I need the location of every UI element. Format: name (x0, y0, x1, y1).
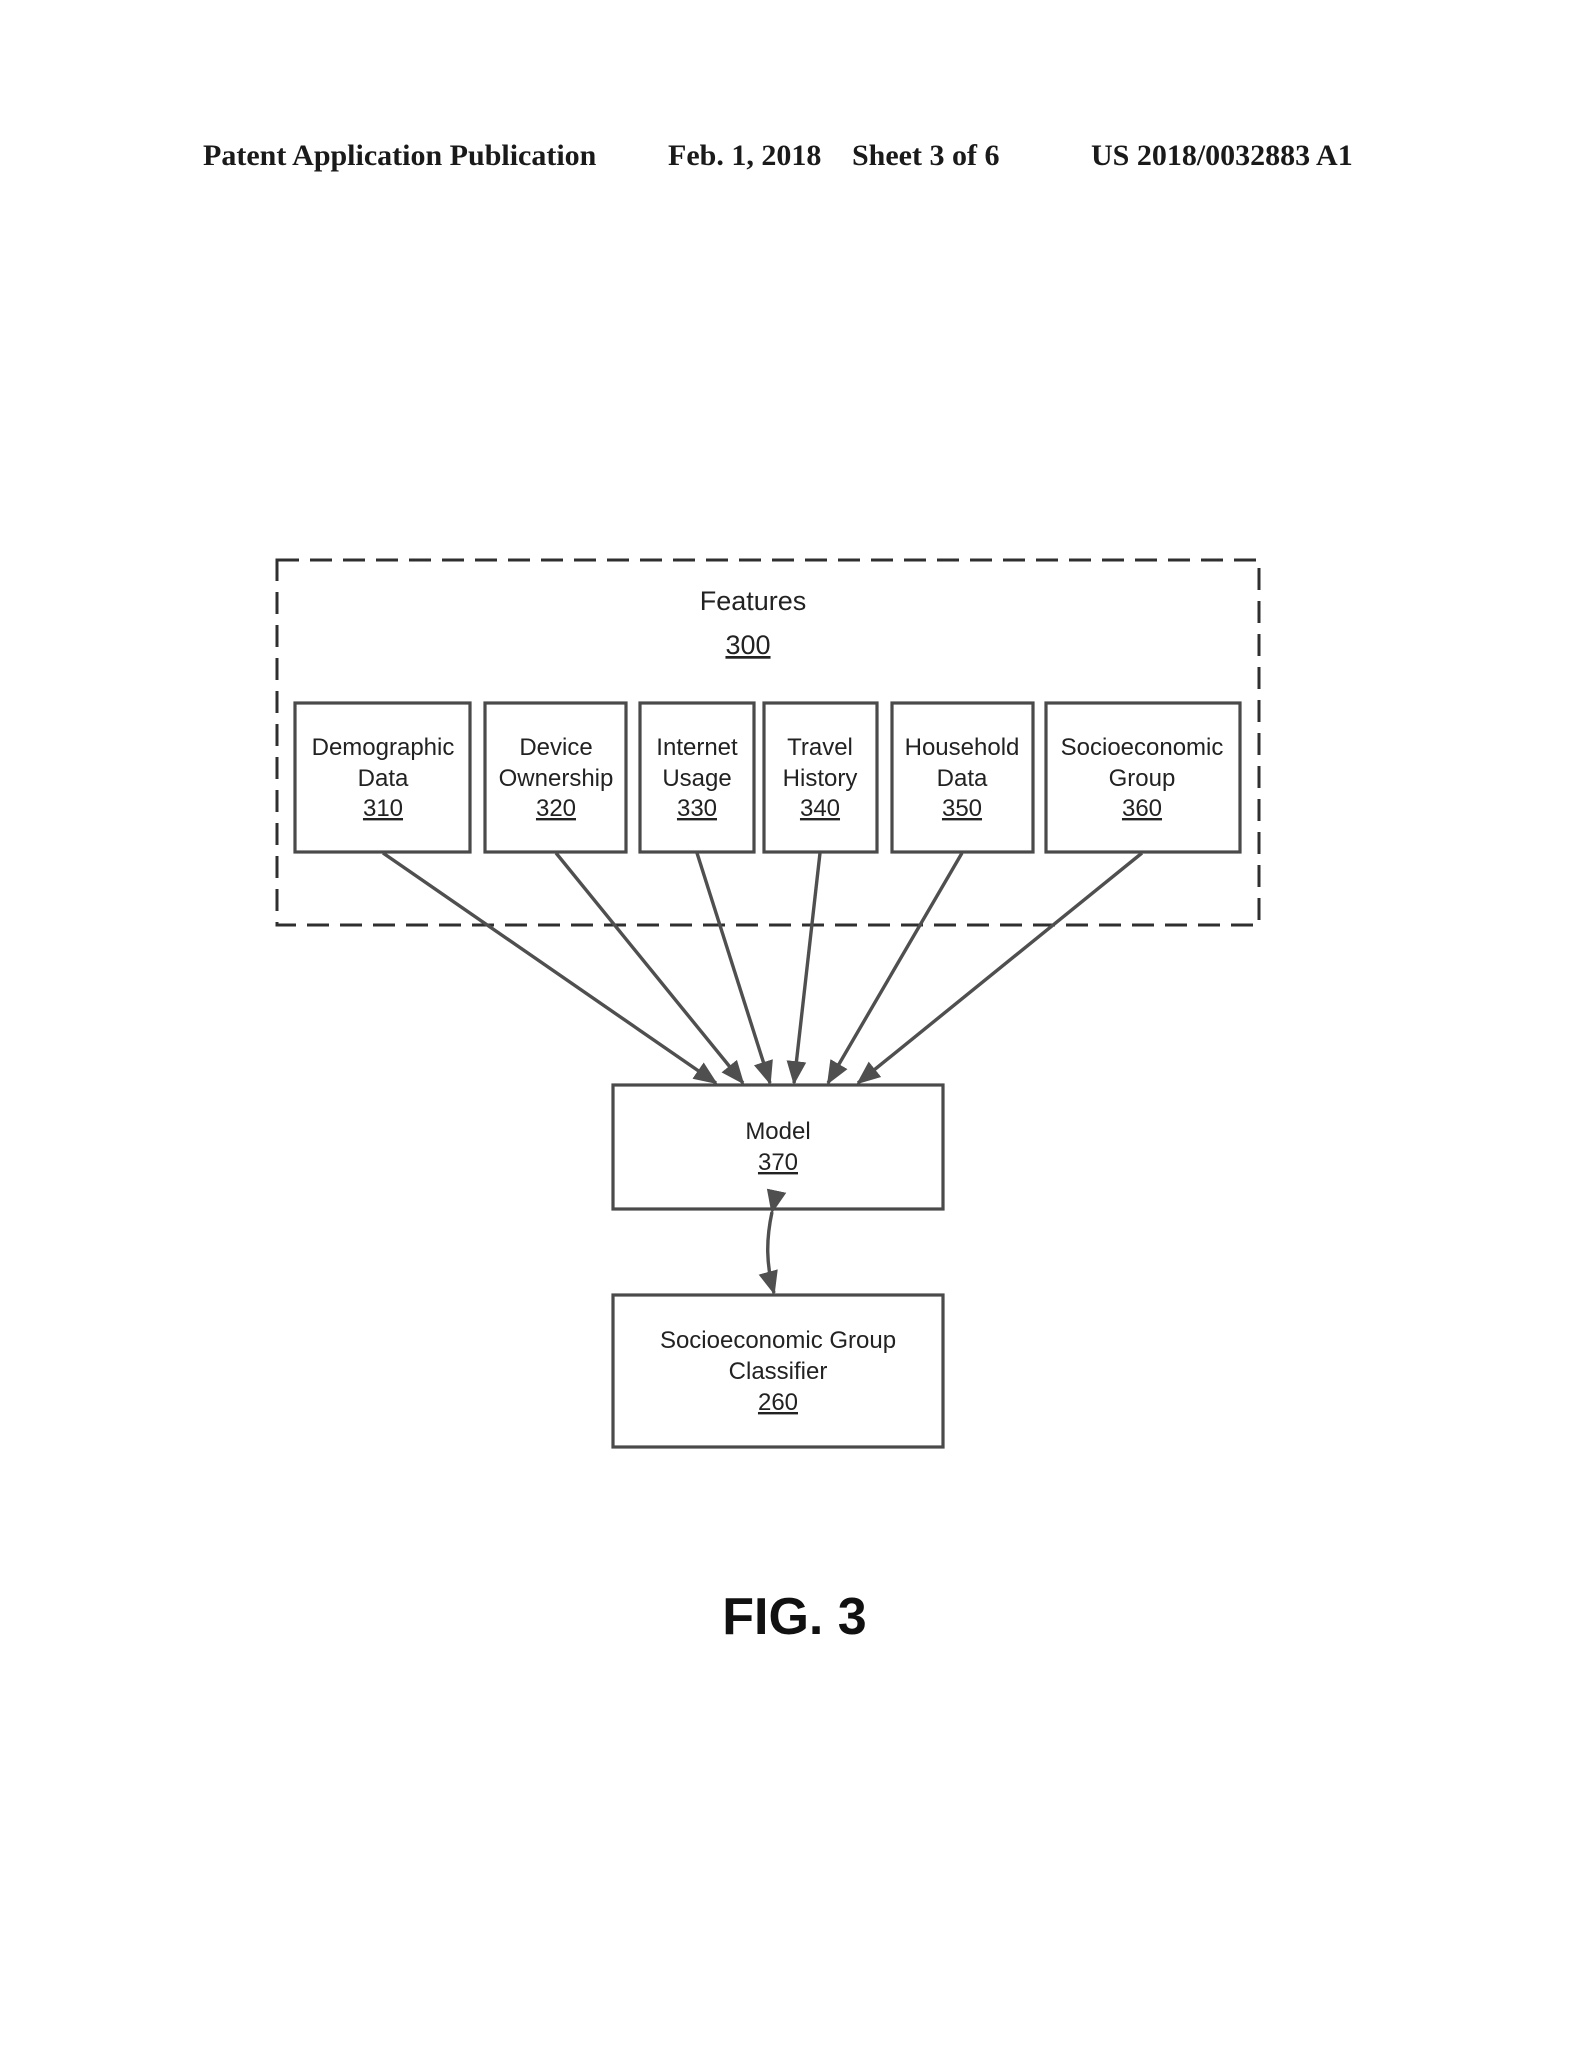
feature-box-line2: Data (358, 765, 409, 792)
features-ref: 300 (725, 630, 770, 660)
feature-box-line2: Group (1109, 765, 1176, 792)
header-publication: Patent Application Publication (203, 139, 597, 172)
classifier-box: Socioeconomic Group Classifier 260 (611, 1293, 945, 1449)
feature-box-socioeconomic-group: Socioeconomic Group 360 (1044, 701, 1242, 854)
feature-box-line1: Internet (656, 734, 738, 761)
feature-box-line2: History (783, 765, 858, 792)
classifier-ref: 260 (758, 1389, 798, 1416)
arrow-350-to-model (826, 852, 964, 1085)
features-group-border (275, 558, 1261, 927)
feature-box-household-data: Household Data 350 (890, 701, 1035, 854)
model-title: Model (745, 1118, 810, 1145)
arrow-330-to-model (695, 852, 773, 1085)
feature-box-line1: Travel (787, 734, 853, 761)
feature-box-ref: 330 (677, 795, 717, 822)
classifier-line2: Classifier (729, 1358, 828, 1385)
arrow-320-to-model (554, 851, 745, 1085)
model-box: Model 370 (611, 1083, 945, 1211)
arrow-360-to-model (856, 851, 1144, 1085)
arrow-310-to-model (382, 851, 718, 1085)
feature-box-line2: Usage (662, 765, 731, 792)
feature-box-line1: Demographic (312, 734, 455, 761)
classifier-line1: Socioeconomic Group (660, 1327, 896, 1354)
feature-box-internet-usage: Internet Usage 330 (638, 701, 756, 854)
feature-box-travel-history: Travel History 340 (762, 701, 879, 854)
header-patent-number: US 2018/0032883 A1 (1091, 139, 1353, 172)
feature-box-ref: 340 (800, 795, 840, 822)
feature-box-line2: Ownership (499, 765, 614, 792)
feature-box-ref: 320 (536, 795, 576, 822)
feature-box-device-ownership: Device Ownership 320 (483, 701, 628, 854)
feature-box-line1: Device (519, 734, 592, 761)
feature-box-ref: 310 (363, 795, 403, 822)
features-title: Features (700, 586, 807, 616)
model-ref: 370 (758, 1149, 798, 1176)
header-date: Feb. 1, 2018 (668, 139, 822, 172)
header-sheet: Sheet 3 of 6 (852, 139, 1000, 172)
feature-box-ref: 360 (1122, 795, 1162, 822)
bidirectional-arrow (758, 1188, 787, 1295)
feature-box-ref: 350 (942, 795, 982, 822)
figure-label: FIG. 3 (722, 1588, 867, 1646)
arrow-340-to-model (786, 852, 822, 1085)
feature-box-line1: Household (905, 734, 1020, 761)
feature-box-demographic-data: Demographic Data 310 (293, 701, 472, 854)
features-group: Features 300 (275, 558, 1261, 927)
feature-box-line1: Socioeconomic (1061, 734, 1224, 761)
feature-box-line2: Data (937, 765, 988, 792)
